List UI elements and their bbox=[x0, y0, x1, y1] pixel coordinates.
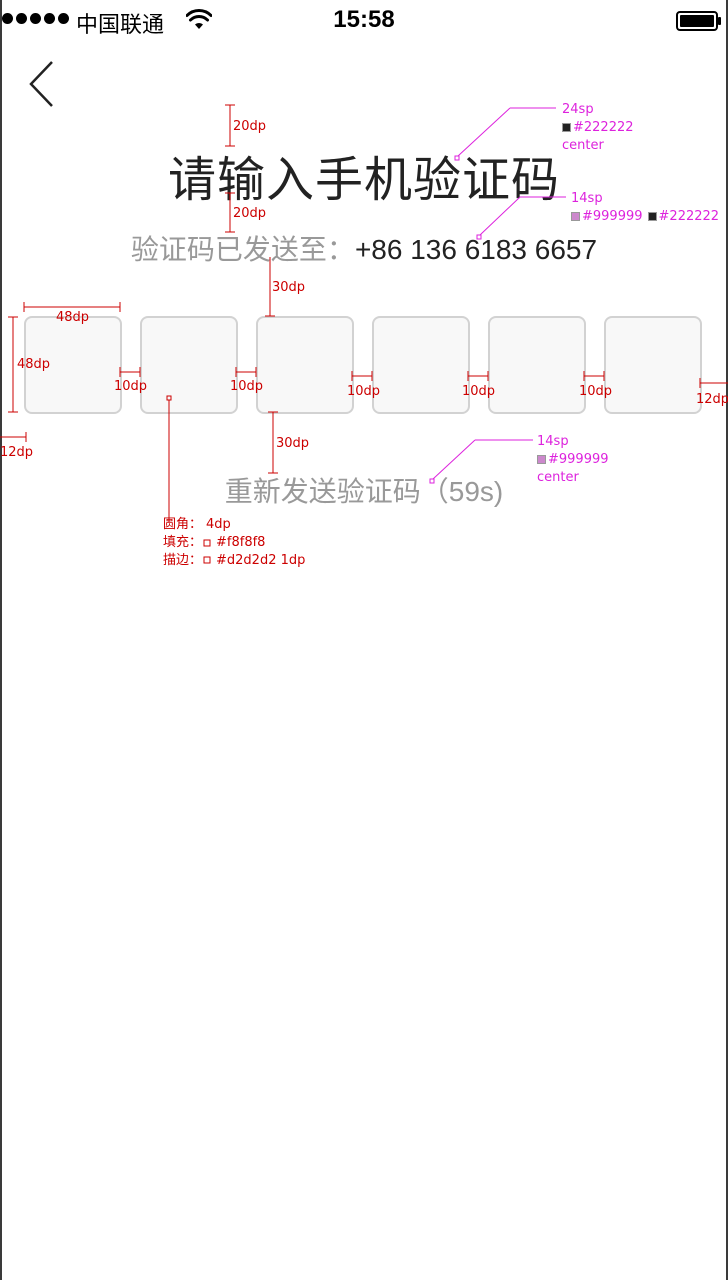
status-bar: 中国联通 15:58 bbox=[0, 0, 728, 40]
page-title: 请输入手机验证码 bbox=[167, 154, 560, 207]
swatch-222222-icon bbox=[647, 212, 657, 221]
annot-stroke: 描边： #d2d2d2 1dp bbox=[163, 552, 305, 570]
chevron-left-icon bbox=[29, 61, 53, 107]
carrier-name: 中国联通 bbox=[76, 12, 165, 37]
annot-corner-label: 圆角： bbox=[163, 517, 203, 532]
annot-margin-right: 12dp bbox=[696, 392, 728, 407]
annot-resend-color-value: #999999 bbox=[548, 452, 609, 467]
annot-fill-label: 填充： bbox=[163, 535, 203, 550]
annot-subtitle-size: 14sp bbox=[571, 191, 603, 206]
status-time: 15:58 bbox=[333, 6, 395, 33]
annot-gap-2: 10dp bbox=[230, 379, 264, 394]
code-box-6[interactable] bbox=[604, 316, 702, 414]
annot-gap-sub-boxes: 30dp bbox=[272, 280, 306, 295]
annot-gap-title-sub: 20dp bbox=[233, 206, 267, 221]
code-box-4[interactable] bbox=[372, 316, 470, 414]
annot-subtitle-color-2: #222222 bbox=[658, 209, 720, 224]
code-box-5[interactable] bbox=[488, 316, 586, 414]
annot-box-height: 48dp bbox=[17, 357, 51, 372]
frame-edge-right bbox=[726, 0, 728, 1280]
annot-corner-value: 4dp bbox=[206, 517, 231, 532]
annot-fill: 填充： #f8f8f8 bbox=[163, 534, 265, 552]
annot-subtitle-color-1: #999999 bbox=[582, 209, 643, 224]
annot-title-size: 24sp bbox=[562, 102, 594, 117]
code-input-group bbox=[24, 316, 702, 414]
annot-title-color-value: #222222 bbox=[573, 120, 634, 135]
resend-code-link[interactable]: 重新发送验证码（59s) bbox=[224, 476, 504, 507]
annot-gap-top-title: 20dp bbox=[233, 119, 267, 134]
sent-to-label: 验证码已发送至： bbox=[130, 234, 355, 265]
frame-edge-left bbox=[0, 0, 2, 1280]
annot-fill-value: #f8f8f8 bbox=[216, 535, 266, 550]
annot-gap-1: 10dp bbox=[114, 379, 148, 394]
sent-to-row: 验证码已发送至：+86 136 6183 6657 bbox=[0, 228, 728, 268]
annot-gap-5: 10dp bbox=[579, 384, 613, 399]
swatch-999999-icon bbox=[571, 212, 580, 221]
annot-title-color: #222222 bbox=[562, 119, 634, 137]
code-box-1[interactable] bbox=[24, 316, 122, 414]
annot-stroke-label: 描边： bbox=[163, 553, 203, 568]
signal-dots-icon bbox=[2, 13, 69, 24]
annot-title-align: center bbox=[562, 138, 604, 153]
annot-resend-size: 14sp bbox=[537, 434, 569, 449]
annot-stroke-value: #d2d2d2 1dp bbox=[216, 553, 306, 568]
annot-box-width: 48dp bbox=[56, 310, 90, 325]
annot-subtitle-colors: #999999 #222222 bbox=[571, 208, 719, 226]
annot-gap-boxes-resend: 30dp bbox=[276, 436, 310, 451]
swatch-222222-icon bbox=[562, 123, 571, 132]
annot-gap-4: 10dp bbox=[462, 384, 496, 399]
annot-margin-left: 12dp bbox=[0, 445, 34, 460]
annot-resend-align: center bbox=[537, 470, 579, 485]
swatch-999999-icon bbox=[537, 455, 546, 464]
annot-gap-3: 10dp bbox=[347, 384, 381, 399]
annot-resend-color: #999999 bbox=[537, 451, 609, 469]
code-box-2[interactable] bbox=[140, 316, 238, 414]
wifi-icon bbox=[186, 9, 212, 29]
phone-number: +86 136 6183 6657 bbox=[354, 234, 598, 265]
annot-corner: 圆角：4dp bbox=[163, 516, 231, 534]
code-box-3[interactable] bbox=[256, 316, 354, 414]
back-button[interactable] bbox=[24, 58, 64, 112]
battery-icon bbox=[676, 11, 721, 31]
